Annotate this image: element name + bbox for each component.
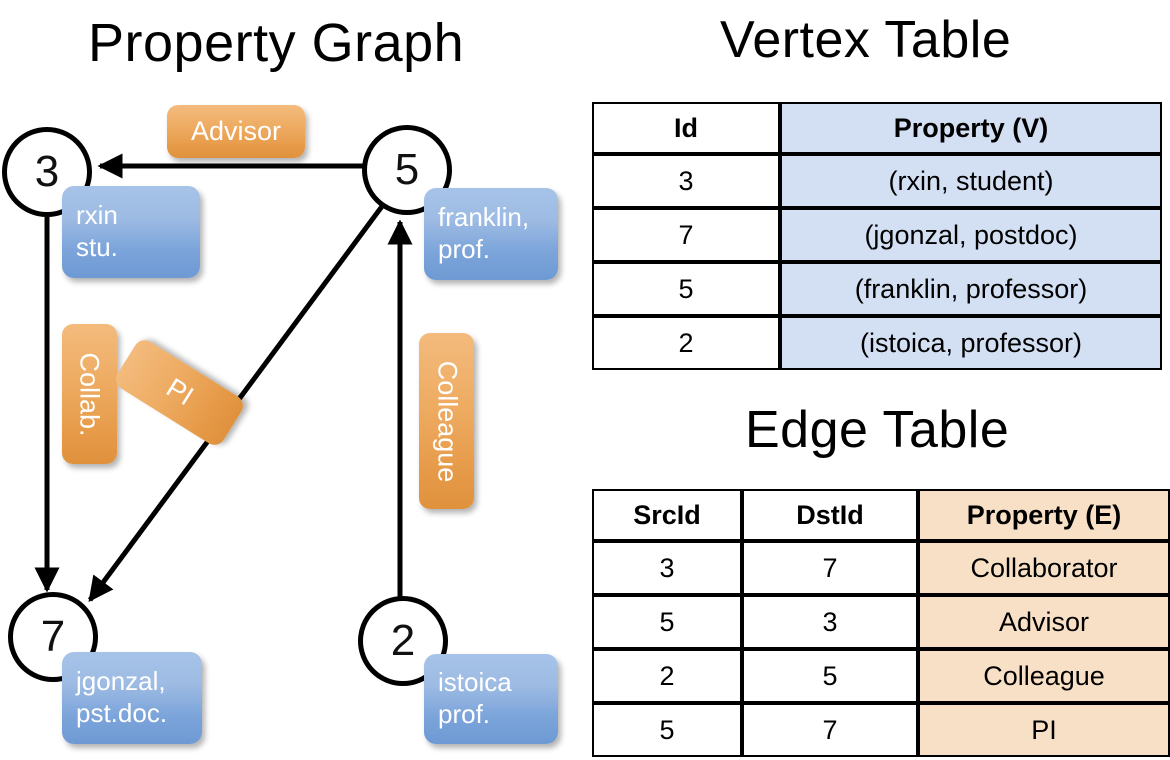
table-row: 5 3 Advisor	[592, 595, 1170, 649]
table-row: 5 7 PI	[592, 703, 1170, 757]
edge-property-cell: PI	[918, 703, 1170, 757]
page-title-property-graph: Property Graph	[88, 13, 465, 73]
property-line: rxin	[76, 200, 118, 231]
vertex-id-cell: 7	[592, 208, 780, 262]
vertex-property-cell: (istoica, professor)	[780, 316, 1162, 370]
property-line: stu.	[76, 232, 118, 262]
vertex-id-cell: 3	[592, 154, 780, 208]
vertex-table-header-property: Property (V)	[780, 102, 1162, 154]
edge-table-header-dstid: DstId	[742, 489, 918, 541]
vertex-property-cell: (jgonzal, postdoc)	[780, 208, 1162, 262]
vertex-id-cell: 2	[592, 316, 780, 370]
table-row: 5 (franklin, professor)	[592, 262, 1162, 316]
edge-table-header-property: Property (E)	[918, 489, 1170, 541]
edge-srcid-cell: 5	[592, 703, 742, 757]
table-header-row: Id Property (V)	[592, 102, 1162, 154]
vertex-table: Id Property (V) 3 (rxin, student) 7 (jgo…	[592, 102, 1162, 370]
graph-node-5[interactable]: 5	[362, 125, 452, 215]
graph-node-2[interactable]: 2	[358, 596, 448, 686]
page-title-vertex-table: Vertex Table	[720, 11, 1012, 69]
edge-label-advisor: Advisor	[167, 105, 305, 158]
node-property-box-rxin: rxin stu.	[62, 186, 200, 278]
edge-property-cell: Colleague	[918, 649, 1170, 703]
edge-srcid-cell: 2	[592, 649, 742, 703]
edge-srcid-cell: 3	[592, 541, 742, 595]
edge-label-collab: Collab.	[62, 324, 117, 464]
vertex-property-cell: (franklin, professor)	[780, 262, 1162, 316]
vertex-table-header-id: Id	[592, 102, 780, 154]
property-line: pst.doc.	[76, 698, 168, 728]
property-line: prof.	[438, 699, 491, 729]
edge-dstid-cell: 5	[742, 649, 918, 703]
table-row: 2 (istoica, professor)	[592, 316, 1162, 370]
edge-dstid-cell: 3	[742, 595, 918, 649]
edge-dstid-cell: 7	[742, 703, 918, 757]
property-line: franklin,	[438, 202, 530, 233]
edge-dstid-cell: 7	[742, 541, 918, 595]
node-property-box-jgonzal: jgonzal, pst.doc.	[62, 652, 202, 744]
edge-label-text: Collab.	[75, 351, 106, 437]
edge-property-cell: Advisor	[918, 595, 1170, 649]
vertex-property-cell: (rxin, student)	[780, 154, 1162, 208]
edge-label-colleague: Colleague	[419, 333, 474, 509]
table-row: 2 5 Colleague	[592, 649, 1170, 703]
edge-table-header-srcid: SrcId	[592, 489, 742, 541]
property-line: istoica	[438, 667, 512, 698]
page-title-edge-table: Edge Table	[745, 401, 1010, 459]
edge-label-text: Colleague	[432, 360, 462, 482]
table-row: 3 7 Collaborator	[592, 541, 1170, 595]
property-line: prof.	[438, 234, 491, 264]
node-property-box-franklin: franklin, prof.	[424, 188, 558, 280]
node-property-box-istoica: istoica prof.	[424, 654, 558, 744]
table-row: 7 (jgonzal, postdoc)	[592, 208, 1162, 262]
table-row: 3 (rxin, student)	[592, 154, 1162, 208]
edge-label-text: Advisor	[190, 116, 282, 146]
property-line: jgonzal,	[76, 666, 166, 697]
edge-srcid-cell: 5	[592, 595, 742, 649]
table-header-row: SrcId DstId Property (E)	[592, 489, 1170, 541]
vertex-id-cell: 5	[592, 262, 780, 316]
edge-table: SrcId DstId Property (E) 3 7 Collaborato…	[592, 489, 1170, 757]
edge-property-cell: Collaborator	[918, 541, 1170, 595]
edge-label-text: PI	[160, 372, 199, 412]
